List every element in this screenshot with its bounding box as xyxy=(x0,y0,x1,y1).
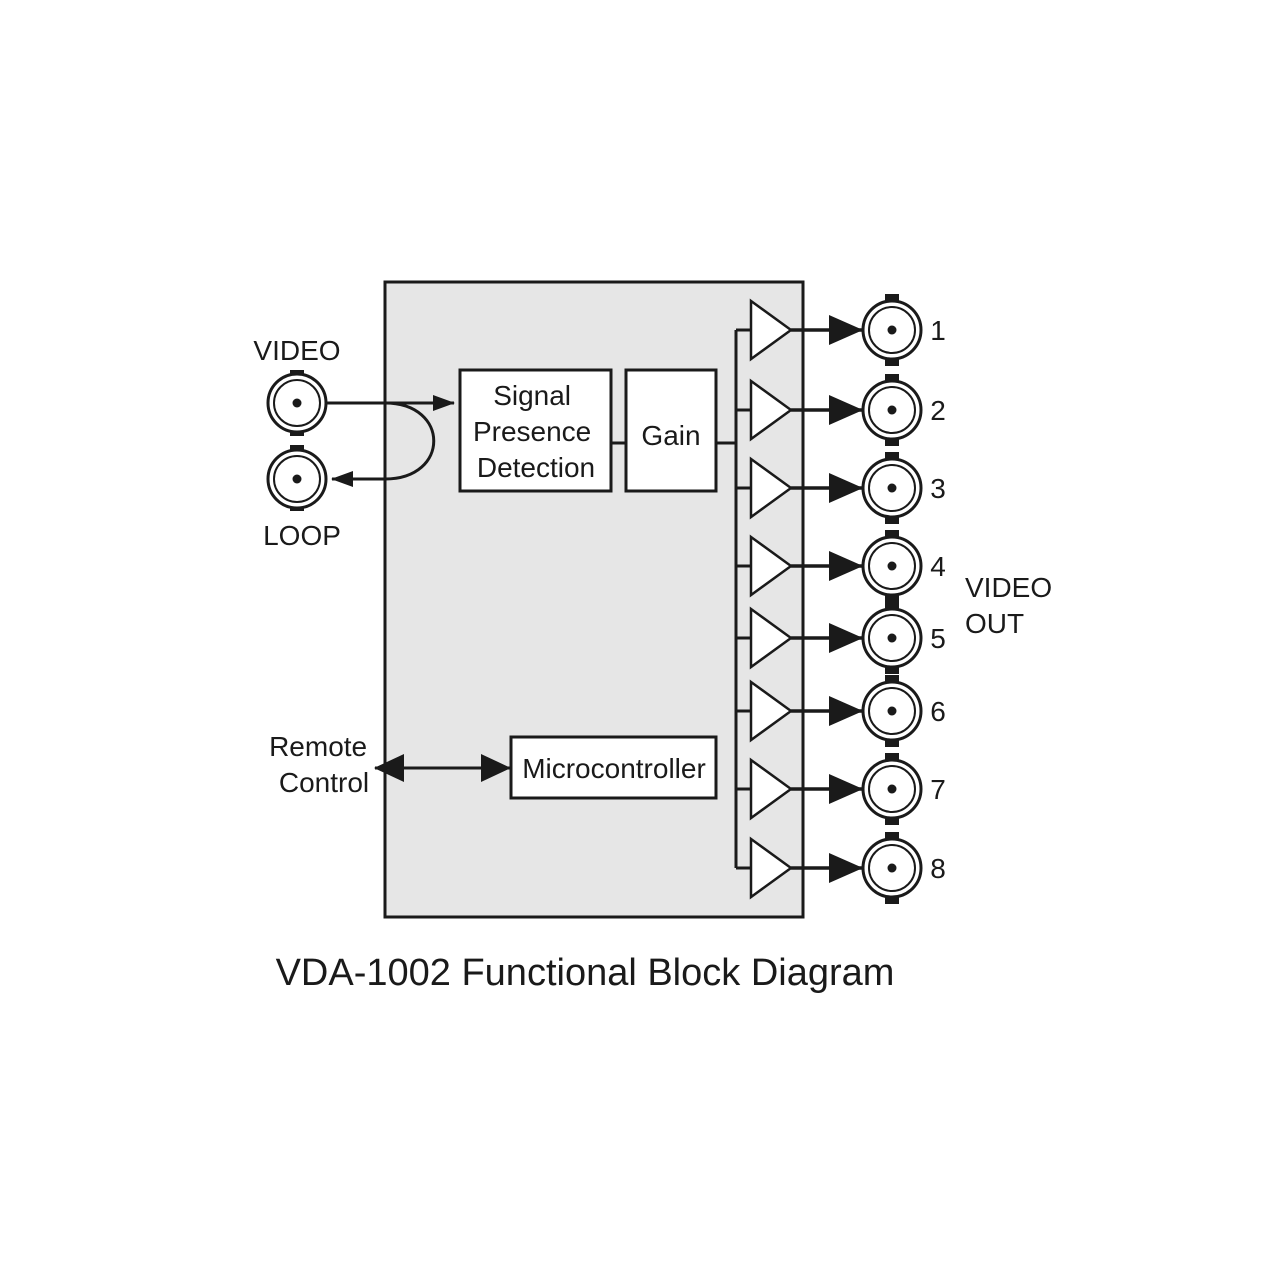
remote-control-line-1: Remote xyxy=(269,731,367,762)
remote-control-line-2: Control xyxy=(279,767,369,798)
video-out-label: VIDEO OUT xyxy=(965,572,1060,639)
output-number-3: 3 xyxy=(930,473,946,504)
loop-through-path xyxy=(331,401,436,487)
video-input-connector xyxy=(266,370,328,436)
loop-connector xyxy=(266,445,328,511)
signal-presence-line-2: Presence xyxy=(473,416,591,447)
amplifier-6 xyxy=(749,679,794,743)
amplifier-3 xyxy=(749,456,794,520)
output-number-4: 4 xyxy=(930,551,946,582)
output-number-5: 5 xyxy=(930,623,946,654)
amplifier-5 xyxy=(749,606,794,670)
output-number-8: 8 xyxy=(930,853,946,884)
video-input-label: VIDEO xyxy=(253,335,340,366)
output-number-7: 7 xyxy=(930,774,946,805)
amplifier-4 xyxy=(749,534,794,598)
output-connector-6 xyxy=(861,675,923,747)
amplifier-1 xyxy=(749,298,794,362)
signal-presence-text: Signal Presence Detection xyxy=(473,380,599,483)
gain-block xyxy=(624,368,718,493)
signal-presence-line-3: Detection xyxy=(477,452,595,483)
output-number-1: 1 xyxy=(930,315,946,346)
signal-presence-line-1: Signal xyxy=(493,380,571,411)
output-connector-3 xyxy=(861,452,923,524)
microcontroller-label: Microcontroller xyxy=(522,753,706,784)
output-connectors: 1 2 3 4 5 6 7 8 xyxy=(861,294,946,904)
output-connector-1 xyxy=(861,294,923,366)
output-number-2: 2 xyxy=(930,395,946,426)
amplifier-8 xyxy=(749,836,794,900)
diagram-title: VDA-1002 Functional Block Diagram xyxy=(276,952,895,994)
output-connector-8 xyxy=(861,832,923,904)
amplifier-7 xyxy=(749,757,794,821)
microcontroller-block xyxy=(509,735,718,800)
output-connector-5 xyxy=(861,602,923,674)
amplifier-2 xyxy=(749,378,794,442)
video-out-line-2: OUT xyxy=(965,608,1024,639)
output-connector-4 xyxy=(861,530,923,602)
video-out-line-1: VIDEO xyxy=(965,572,1052,603)
signal-presence-detection-block xyxy=(458,368,613,493)
output-number-6: 6 xyxy=(930,696,946,727)
output-connector-7 xyxy=(861,753,923,825)
output-amplifiers xyxy=(736,298,863,900)
output-connector-2 xyxy=(861,374,923,446)
gain-label: Gain xyxy=(641,420,700,451)
loop-label: LOOP xyxy=(263,520,341,551)
remote-control-label: Remote Control xyxy=(269,731,375,798)
